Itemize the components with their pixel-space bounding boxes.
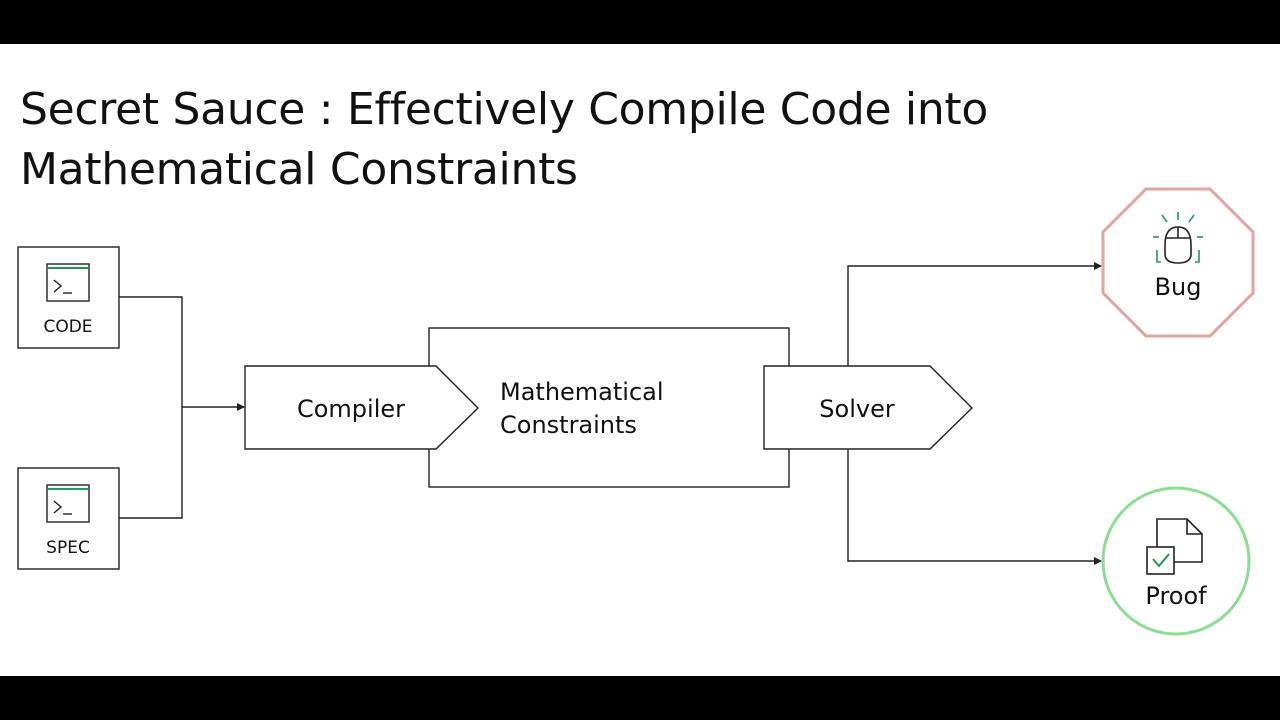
- compiler-stage: Compiler: [244, 365, 479, 450]
- proof-output: Proof: [1101, 486, 1251, 636]
- slide: Secret Sauce : Effectively Compile Code …: [0, 44, 1280, 676]
- output-connectors: [847, 262, 1102, 565]
- proof-connector: [847, 449, 1102, 565]
- constraints-label-line-1: Mathematical: [500, 378, 664, 406]
- slide-title-line-1: Secret Sauce : Effectively Compile Code …: [20, 84, 988, 135]
- compiler-label: Compiler: [297, 395, 405, 423]
- terminal-icon: [46, 484, 90, 523]
- terminal-icon: [46, 263, 90, 302]
- slide-title: Secret Sauce : Effectively Compile Code …: [20, 80, 1220, 200]
- code-connector: [119, 296, 183, 519]
- bug-connector: [847, 262, 1102, 366]
- code-input-box: CODE: [17, 246, 120, 349]
- bug-label: Bug: [1155, 273, 1202, 301]
- proof-label: Proof: [1145, 582, 1207, 610]
- constraints-box: Mathematical Constraints: [428, 327, 790, 488]
- input-connectors: [119, 296, 245, 519]
- pipeline-diagram: CODE SPEC Mathematical Constraints Compi…: [17, 187, 1255, 636]
- document-check-icon: [1146, 518, 1203, 575]
- constraints-label-line-2: Constraints: [500, 411, 637, 439]
- spec-label: SPEC: [46, 538, 90, 558]
- spec-input-box: SPEC: [17, 467, 120, 570]
- slide-title-line-2: Mathematical Constraints: [20, 144, 578, 195]
- bug-icon: [1153, 212, 1203, 264]
- bug-output: Bug: [1101, 187, 1255, 338]
- solver-stage: Solver: [763, 365, 973, 450]
- solver-label: Solver: [819, 395, 895, 423]
- letterbox-top: [0, 0, 1280, 44]
- code-label: CODE: [43, 317, 92, 337]
- letterbox-bottom: [0, 676, 1280, 720]
